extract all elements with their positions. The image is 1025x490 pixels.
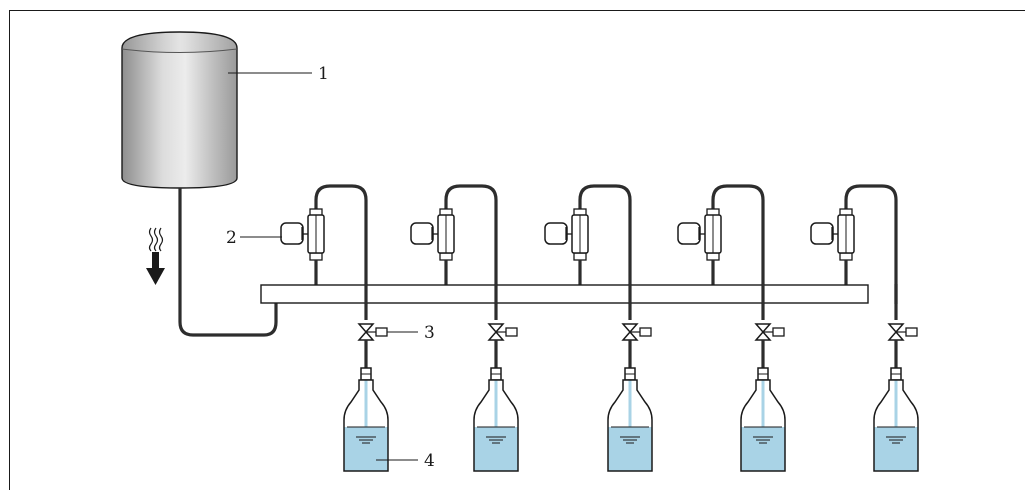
flow-direction-arrow-icon	[146, 252, 165, 285]
heat-waves-icon	[148, 227, 164, 252]
overhead-pipes	[314, 184, 898, 320]
callout-4-bottle: 4	[424, 451, 435, 471]
callout-1-tank: 1	[318, 64, 329, 84]
flowmeter-1	[279, 207, 326, 288]
valve-5	[888, 323, 918, 341]
filling-pipes	[364, 340, 898, 368]
flowmeter-2	[409, 207, 456, 288]
flowmeter-4	[676, 207, 723, 288]
valve-1	[358, 323, 388, 341]
bottle-2	[473, 367, 519, 472]
diagram-frame	[9, 10, 1025, 490]
valve-2	[488, 323, 518, 341]
valve-3	[622, 323, 652, 341]
flowmeter-3	[543, 207, 590, 288]
bottle-4	[740, 367, 786, 472]
callout-3-valve: 3	[424, 323, 435, 343]
callout-leaders	[228, 72, 418, 461]
bottle-3	[607, 367, 653, 472]
bottle-5	[873, 367, 919, 472]
storage-tank	[121, 31, 238, 189]
flowmeter-5	[809, 207, 856, 288]
manifold	[260, 284, 869, 304]
valve-4	[755, 323, 785, 341]
callout-2-flowmeter: 2	[226, 228, 237, 248]
supply-pipe	[178, 188, 278, 337]
bottle-1	[343, 367, 389, 472]
